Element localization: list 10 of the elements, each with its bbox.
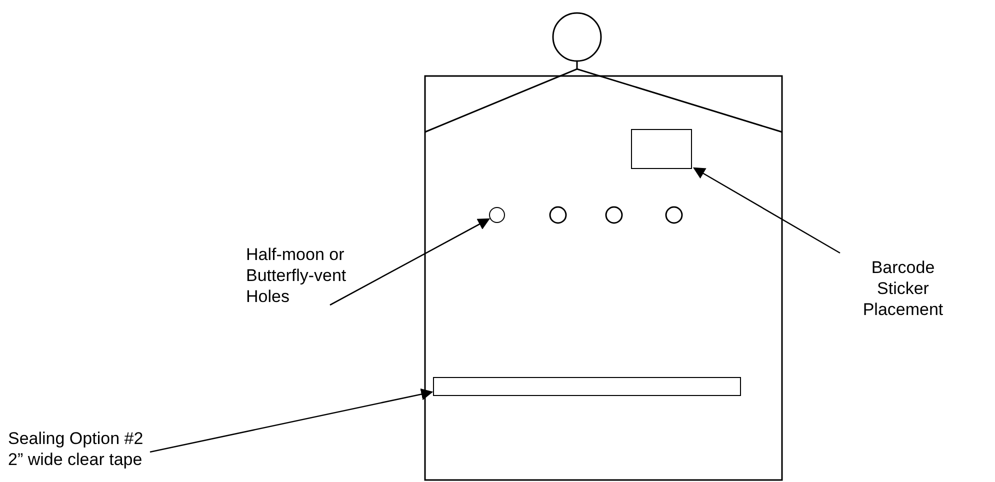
callout-label: Sealing Option #2: [8, 428, 144, 449]
vent-hole: [489, 207, 505, 223]
leader-line: [150, 388, 434, 453]
sticker-area: [631, 129, 692, 169]
leader-line: [692, 167, 840, 254]
tape-strip: [433, 377, 741, 396]
leader-line: [330, 218, 490, 306]
callout-label: 2” wide clear tape: [8, 449, 144, 470]
callout-label: Barcode Sticker Placement: [848, 257, 958, 320]
callout-label: Half-moon or Butterfly-vent Holes: [246, 244, 376, 307]
